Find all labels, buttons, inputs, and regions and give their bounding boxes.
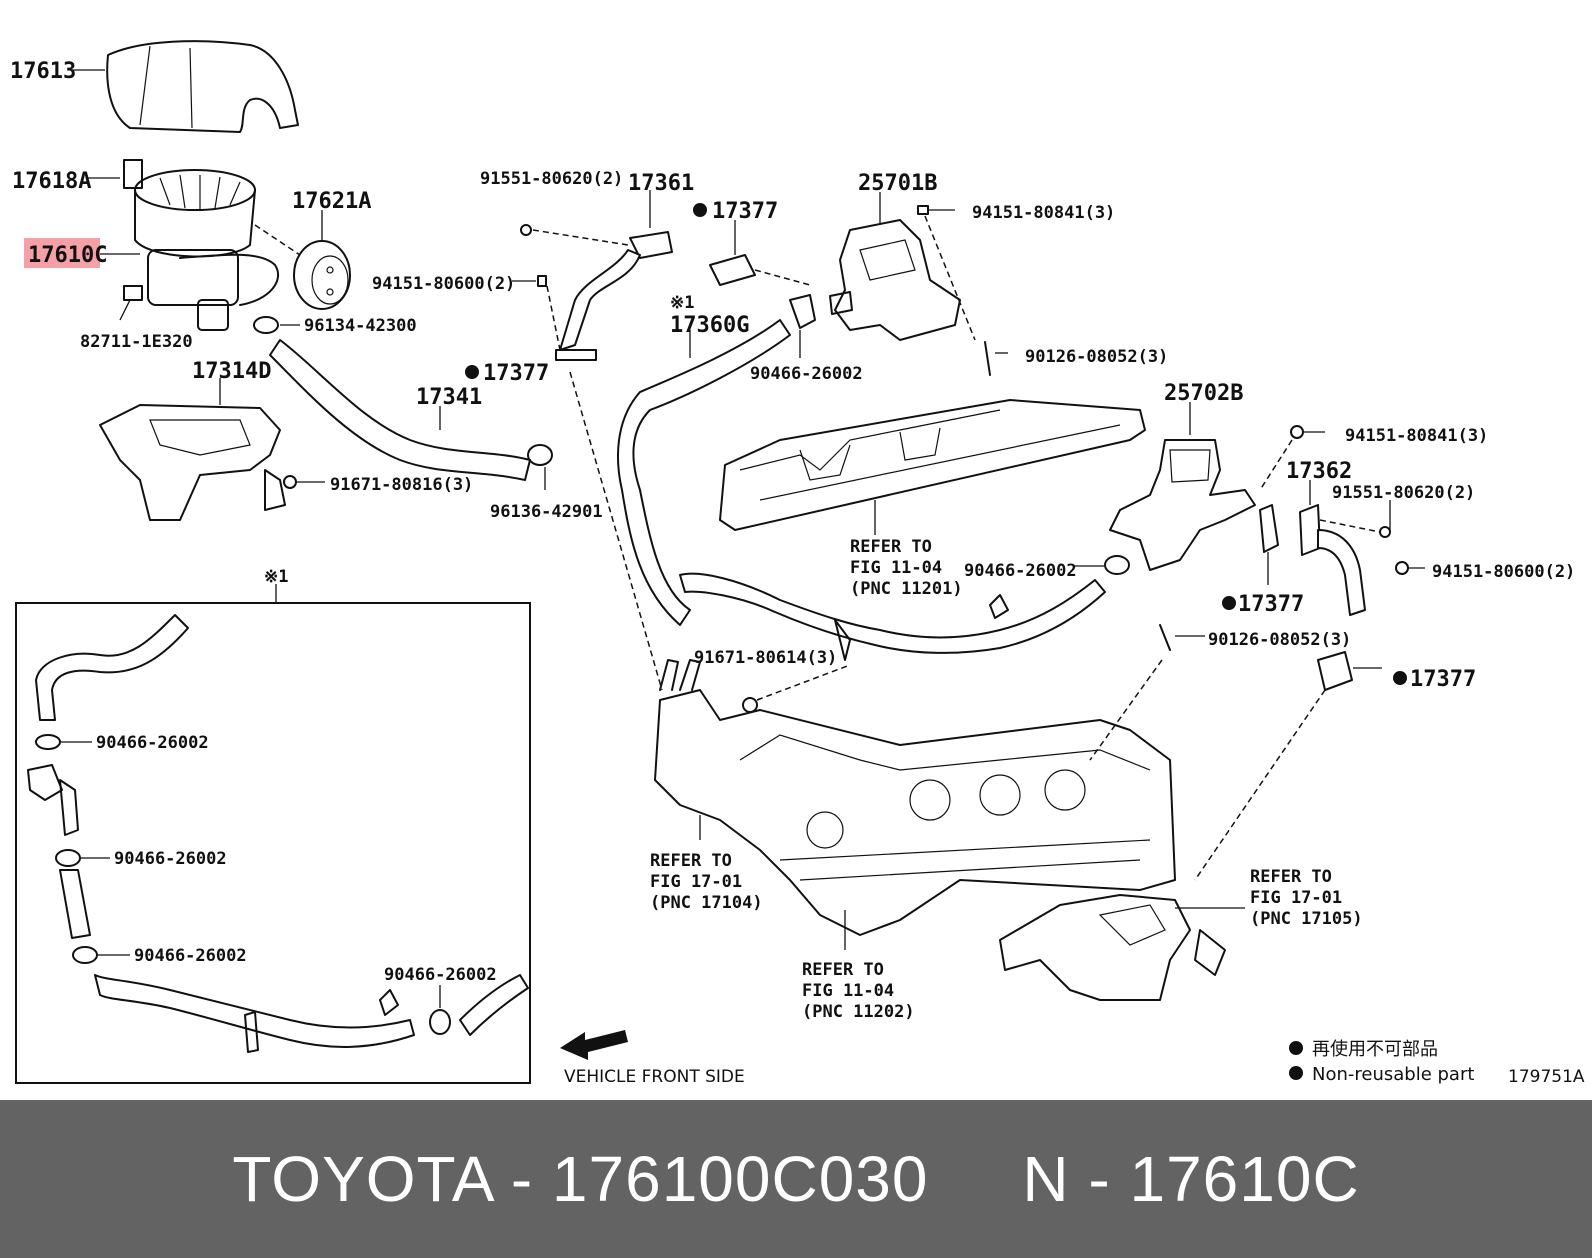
- legend-en: Non-reusable part: [1312, 1064, 1474, 1085]
- label-17314D: 17314D: [192, 359, 271, 384]
- label-17377a: 17377: [712, 199, 778, 224]
- non-reusable-bullet-icon: [1222, 596, 1236, 610]
- label-90126a: 90126-08052(3): [1025, 347, 1168, 367]
- highlighted-part-box: [24, 238, 100, 268]
- cylinder-head-cover: [719, 399, 1146, 531]
- ref-11202-line2: FIG 11-04: [802, 981, 894, 1001]
- label-17610C: 17610C: [28, 243, 107, 268]
- ref-17105-line3: (PNC 17105): [1250, 909, 1363, 929]
- box-label-90466-2: 90466-26002: [114, 849, 227, 869]
- part-number-footer: TOYOTA - 176100C030 N - 17610C: [0, 1100, 1592, 1258]
- non-reusable-bullet-icon: [1289, 1066, 1303, 1080]
- label-82711: 82711-1E320: [80, 332, 193, 352]
- label-96134: 96134-42300: [304, 316, 417, 336]
- label-91671b: 91671-80614(3): [694, 648, 837, 668]
- label-xmark: ※1: [670, 293, 694, 313]
- legend-jp: 再使用不可部品: [1312, 1039, 1438, 1060]
- box-label-90466-4: 90466-26002: [384, 965, 497, 985]
- bracket-17314D: [99, 404, 297, 521]
- ref-17105-line1: REFER TO: [1250, 867, 1332, 887]
- label-17361: 17361: [628, 171, 694, 196]
- valve-25702B: [1109, 439, 1256, 571]
- ref-11202-line3: (PNC 11202): [802, 1002, 915, 1022]
- non-reusable-bullet-icon: [693, 203, 707, 217]
- label-25701B: 25701B: [858, 171, 937, 196]
- valve-25701B: [829, 219, 961, 341]
- label-17377c: 17377: [1238, 592, 1304, 617]
- pipe-17362: [1299, 504, 1409, 616]
- ref-11201-line2: FIG 11-04: [850, 558, 942, 578]
- exhaust-piece: [999, 894, 1226, 1001]
- gasket-17377: [709, 254, 756, 286]
- label-94151c: 94151-80841(3): [1345, 426, 1488, 446]
- ref-11201-line1: REFER TO: [850, 537, 932, 557]
- label-90466a: 90466-26002: [750, 364, 863, 384]
- ref-17105-line2: FIG 17-01: [1250, 888, 1342, 908]
- detail-hoses: [27, 614, 529, 1053]
- label-90126b: 90126-08052(3): [1208, 630, 1351, 650]
- figure-id: 179751A: [1508, 1067, 1585, 1087]
- label-17341: 17341: [416, 385, 482, 410]
- footer-part-text: TOYOTA - 176100C030 N - 17610C: [232, 1143, 1360, 1215]
- label-94151b: 94151-80841(3): [972, 203, 1115, 223]
- ref-17104-line2: FIG 17-01: [650, 872, 742, 892]
- label-94151d: 94151-80600(2): [1432, 562, 1575, 582]
- diagram-drawing: 17613 17618A 17610C 17621A 82711-1E320 9…: [10, 40, 1585, 1087]
- label-91671a: 91671-80816(3): [330, 475, 473, 495]
- label-90466b: 90466-26002: [964, 561, 1077, 581]
- air-pump-17610C: [123, 159, 280, 331]
- label-17360G: 17360G: [670, 313, 749, 338]
- label-17618A: 17618A: [12, 169, 91, 194]
- non-reusable-bullet-icon: [1289, 1041, 1303, 1055]
- label-91551b: 91551-80620(2): [1332, 483, 1475, 503]
- vehicle-front-label: VEHICLE FRONT SIDE: [564, 1067, 745, 1087]
- ref-11202-line1: REFER TO: [802, 960, 884, 980]
- ref-17104-line3: (PNC 17104): [650, 893, 763, 913]
- vehicle-front-arrow-icon: [560, 1030, 628, 1060]
- detail-box: [15, 602, 531, 1084]
- label-96136: 96136-42901: [490, 502, 603, 522]
- label-17377d: 17377: [1410, 667, 1476, 692]
- non-reusable-bullet-icon: [1393, 671, 1407, 685]
- label-17377b: 17377: [483, 361, 549, 386]
- label-17362: 17362: [1286, 459, 1352, 484]
- ref-17104-line1: REFER TO: [650, 851, 732, 871]
- pipe-17361: [520, 224, 673, 351]
- cylinder-head: [654, 659, 1176, 936]
- label-25702B: 25702B: [1164, 381, 1243, 406]
- label-94151a: 94151-80600(2): [372, 274, 515, 294]
- box-mark: ※1: [264, 567, 288, 587]
- label-17621A: 17621A: [292, 189, 371, 214]
- ref-11201-line3: (PNC 11201): [850, 579, 963, 599]
- cover-17613: [106, 40, 299, 133]
- box-label-90466-1: 90466-26002: [96, 733, 209, 753]
- label-17613: 17613: [10, 59, 76, 84]
- non-reusable-bullet-icon: [465, 365, 479, 379]
- parts-diagram: 17613 17618A 17610C 17621A 82711-1E320 9…: [10, 40, 1585, 1087]
- box-label-90466-3: 90466-26002: [134, 946, 247, 966]
- label-91551a: 91551-80620(2): [480, 169, 623, 189]
- filter-17621A: [293, 240, 351, 310]
